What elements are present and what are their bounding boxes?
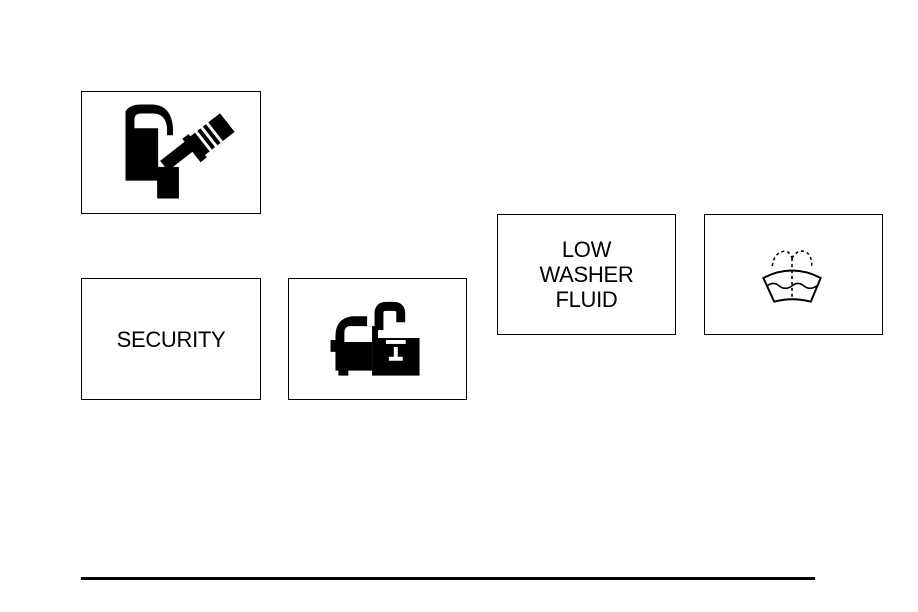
low-washer-fluid-panel: LOW WASHER FLUID — [497, 214, 676, 335]
washer-fluid-panel — [704, 214, 883, 335]
page-bottom-rule — [81, 577, 815, 580]
security-label: SECURITY — [117, 327, 226, 352]
low-washer-fluid-line-1: LOW — [540, 237, 634, 262]
fuel-door-panel — [81, 91, 261, 214]
fuel-door-icon — [82, 91, 260, 214]
security-lock-panel — [288, 278, 467, 400]
low-washer-fluid-line-3: FLUID — [540, 287, 634, 312]
vehicle-lock-icon — [289, 278, 466, 400]
security-panel: SECURITY — [81, 278, 261, 400]
low-washer-fluid-line-2: WASHER — [540, 262, 634, 287]
washer-fluid-icon — [705, 214, 882, 335]
low-washer-fluid-label: LOW WASHER FLUID — [540, 237, 634, 312]
